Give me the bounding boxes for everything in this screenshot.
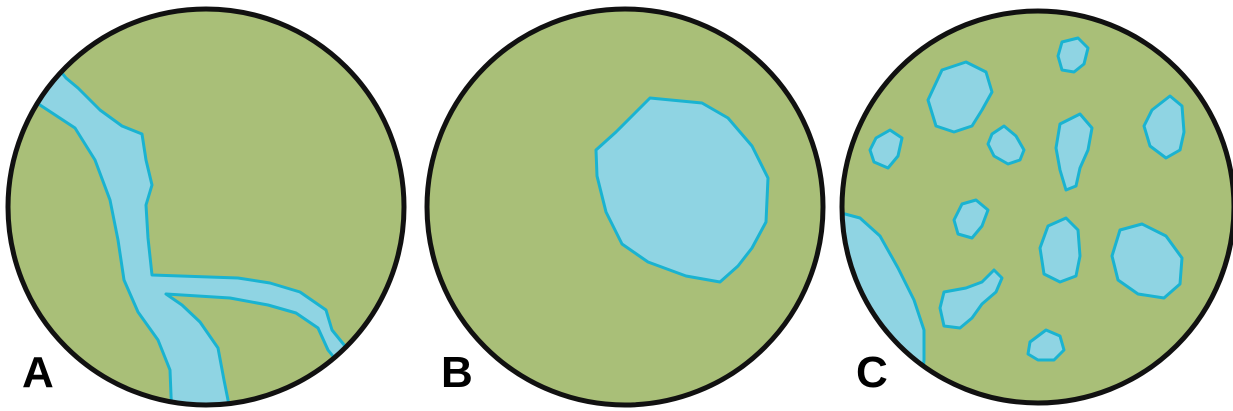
- pond-8: [1040, 218, 1080, 282]
- panel-c-label: C: [856, 348, 888, 397]
- panel-a-label: A: [22, 348, 54, 397]
- panel-b-label: B: [441, 348, 473, 397]
- panel-c: C: [830, 11, 1233, 403]
- panel-a: A: [0, 9, 404, 411]
- panel-b: B: [427, 9, 823, 405]
